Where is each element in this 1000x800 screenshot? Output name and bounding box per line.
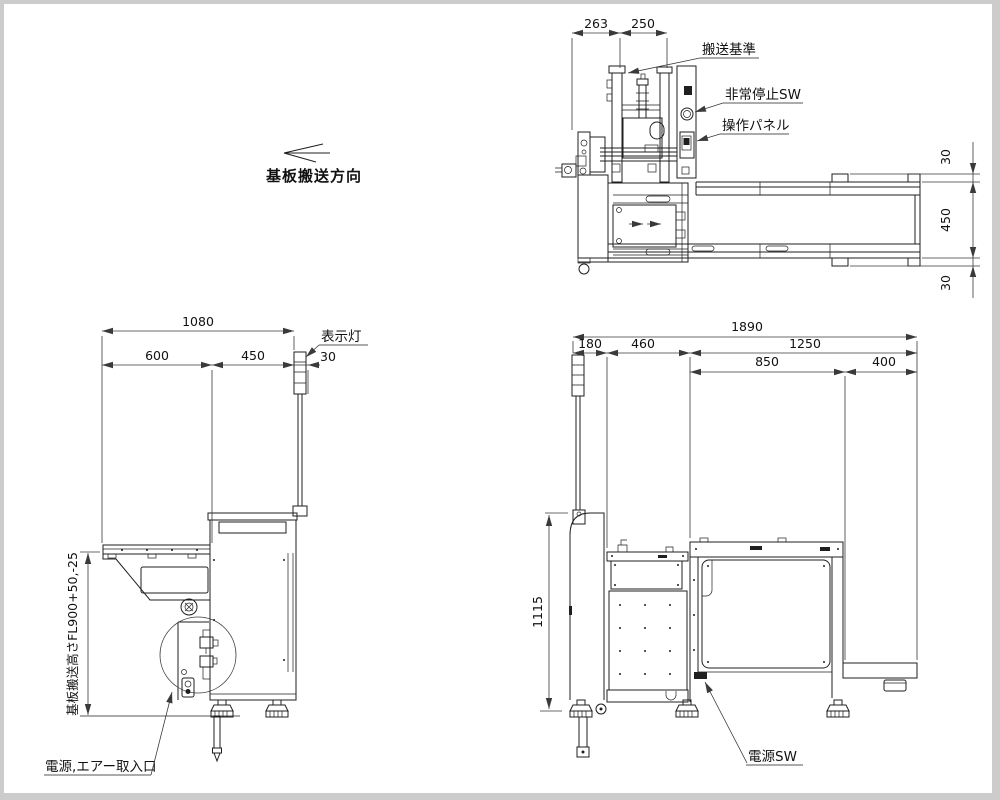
dim-263: 263 [584, 16, 608, 31]
dim-850: 850 [755, 354, 779, 369]
front-view-dimensions: 1080 600 450 30 基板搬送高さFL900+50,-25 [65, 314, 336, 716]
dim-1080: 1080 [182, 314, 214, 329]
top-view-machine [555, 65, 921, 275]
front-view-labels: 表示灯 電源,エアー取入口 [44, 329, 368, 776]
dim-450-plan: 450 [938, 208, 953, 232]
dim-180: 180 [578, 336, 602, 351]
stand-bracket [883, 679, 907, 692]
side-view-labels: 電源SW [704, 681, 803, 766]
leader-line [305, 344, 320, 358]
top-view-labels: 搬送基準 非常停止SW 操作パネル [627, 41, 803, 142]
label-indicator-light: 表示灯 [321, 329, 362, 345]
dim-250: 250 [631, 16, 655, 31]
dim-460: 460 [631, 336, 655, 351]
dim-600: 600 [145, 348, 169, 363]
leader-line [704, 681, 748, 764]
dim-30-front: 30 [320, 349, 336, 364]
transport-direction: 基板搬送方向 [265, 143, 362, 185]
power-switch [694, 672, 707, 679]
label-transport-height: 基板搬送高さFL900+50,-25 [65, 552, 80, 716]
leader-line [694, 102, 724, 113]
air-regulator-set [199, 629, 219, 680]
dim-400: 400 [872, 354, 896, 369]
label-operation-panel: 操作パネル [722, 118, 790, 134]
operator-column-plan [676, 65, 697, 179]
label-transport-direction: 基板搬送方向 [265, 167, 362, 185]
side-view: 1890 180 460 1250 850 400 1115 電源SW [530, 319, 918, 766]
label-emergency-stop: 非常停止SW [725, 86, 801, 103]
front-view: 1080 600 450 30 基板搬送高さFL900+50,-25 表示灯 電… [44, 314, 368, 776]
caster-plan [578, 263, 590, 275]
top-view-dimensions: 263 250 30 450 30 [571, 16, 980, 298]
dim-450-front: 450 [241, 348, 265, 363]
dim-1250: 1250 [789, 336, 821, 351]
label-power-air-inlet: 電源,エアー取入口 [45, 759, 156, 775]
label-transport-reference: 搬送基準 [702, 41, 756, 58]
tower-assembly-plan [600, 65, 677, 183]
leader-line [150, 691, 173, 776]
dim-1890: 1890 [731, 319, 763, 334]
valve-knob [180, 598, 198, 616]
conveyor-slot [691, 245, 715, 252]
dim-30-bottom: 30 [938, 275, 953, 291]
loader-plate-plan [607, 182, 689, 263]
caster-side [595, 703, 607, 715]
direction-arrow-icon [283, 143, 330, 163]
leader-line [696, 133, 721, 142]
side-view-machine [569, 354, 918, 758]
label-power-switch: 電源SW [748, 749, 797, 765]
paper [4, 4, 992, 793]
front-view-machine [80, 351, 308, 763]
leader-line [627, 57, 701, 74]
main-cabinet-side [606, 539, 689, 703]
conveyor-slot [765, 245, 789, 252]
signal-tower-front [292, 351, 308, 517]
rear-cabinet-side [569, 512, 605, 700]
dim-1115: 1115 [530, 596, 545, 628]
conveyor-stand-side [689, 537, 918, 702]
dim-30-top: 30 [938, 149, 953, 165]
top-view: 263 250 30 450 30 搬送基準 非常停止SW 操作パネル [555, 16, 980, 298]
signal-tower-side [571, 354, 586, 525]
emergency-stop-switch [680, 107, 694, 121]
infeed-cutout-panel [140, 566, 209, 594]
side-view-dimensions: 1890 180 460 1250 850 400 1115 [530, 319, 918, 712]
detail-balloon-circle [159, 616, 237, 694]
operation-panel [679, 131, 695, 159]
power-air-connector [181, 677, 195, 698]
